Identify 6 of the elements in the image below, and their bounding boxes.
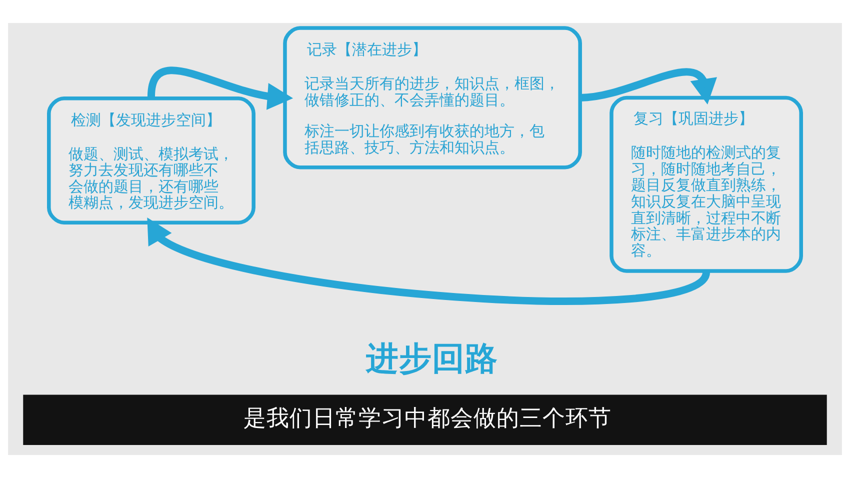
arrow xyxy=(580,68,717,104)
caption: 是我们日常学习中都会做的三个环节 xyxy=(244,405,612,432)
diagram-title: 进步回路 xyxy=(366,339,498,378)
node-box: 检测【发现进步空间】 做题、测试、模拟考试，努力去发现还有哪些不会做的题目，还有哪些模糊点，发现进步空间。 xyxy=(47,96,256,225)
node-box: 复习【巩固进步】 随时随地的检测式的复习，随时随地考自己，题目反复做直到熟练，知识反复在大脑中呈现直到清晰，过程中不断标注、丰富进步本的内容。 xyxy=(610,96,803,273)
node-box: 记录【潜在进步】 记录当天所有的进步，知识点，框图，做错修正的、不会弄懂的题目。 标注一切让你感到有收获的地方，包括思路、技巧、方法和知识点。 xyxy=(283,26,582,170)
